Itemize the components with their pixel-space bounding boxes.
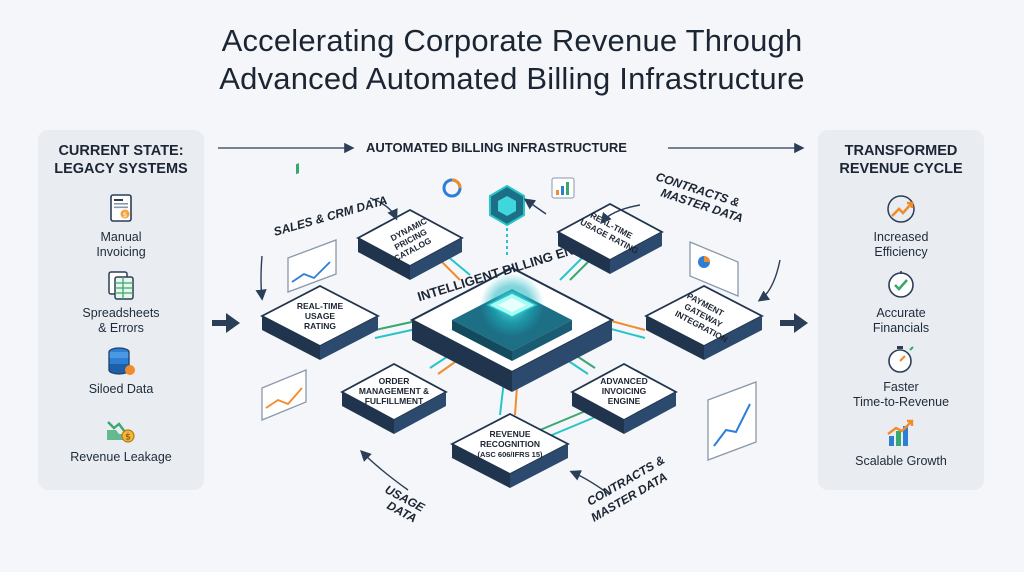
outcome-item-label: Accurate	[876, 306, 926, 320]
dashboard-screen-left-bottom	[261, 369, 307, 421]
dashboard-screen-right-top	[689, 241, 739, 297]
outcome-item-label: Increased	[873, 230, 929, 244]
transformed-revenue-panel: TRANSFORMED REVENUE CYCLE Increased Effi…	[818, 130, 984, 490]
legacy-item-siloed-data: Siloed Data	[38, 344, 204, 397]
node-label-order-1: ORDER	[379, 376, 410, 386]
legacy-item-label: Revenue Leakage	[70, 450, 172, 464]
node-label-usage-left-1: REAL-TIME	[297, 301, 344, 311]
node-payment-gateway	[644, 284, 764, 360]
legacy-item-spreadsheets: Spreadsheets & Errors	[38, 268, 204, 336]
node-label-invoicing-2: INVOICING	[602, 386, 647, 396]
outcome-item-label: Faster	[883, 380, 919, 394]
connection-lines	[374, 249, 646, 441]
page-title: Accelerating Corporate Revenue Through A…	[0, 22, 1024, 98]
node-label-revenue-2: RECOGNITION	[480, 439, 540, 449]
node-label-order-2: MANAGEMENT &	[359, 386, 429, 396]
engine-label: INTELLIGENT BILLING ENGINE	[416, 233, 606, 304]
node-label-usage-left-2: USAGE	[305, 311, 336, 321]
annotation-contracts-bottom-2: MASTER DATA	[589, 470, 670, 525]
outcome-item-label: Scalable Growth	[855, 454, 947, 468]
leakage-icon: $	[107, 421, 135, 443]
node-label-pricing-2: PRICING	[393, 226, 429, 252]
bar-growth-icon	[887, 419, 914, 446]
node-revenue-recognition	[450, 412, 570, 488]
spreadsheet-icon	[108, 271, 134, 300]
legacy-item-manual-invoicing: $ Manual Invoicing	[38, 192, 204, 260]
node-dynamic-pricing-catalog	[356, 208, 464, 280]
annotation-arrows	[255, 197, 781, 496]
growth-arrow-icon	[887, 195, 915, 223]
outcome-item-label-2: Efficiency	[874, 245, 928, 259]
node-label-usage-left-3: RATING	[304, 321, 336, 331]
node-real-time-usage-left	[260, 284, 380, 360]
annotation-contracts-top-2: MASTER DATA	[659, 186, 745, 226]
transformed-panel-title: TRANSFORMED REVENUE CYCLE	[818, 142, 984, 178]
node-label-payment-3: INTEGRATION	[673, 308, 729, 344]
annotation-usage-2: DATA	[385, 498, 419, 525]
node-real-time-usage-top	[556, 202, 664, 274]
annotation-contracts-bottom-1: CONTRACTS &	[585, 453, 668, 509]
legacy-item-revenue-leakage: $ Revenue Leakage	[38, 412, 204, 465]
outcome-item-efficiency: Increased Efficiency	[818, 192, 984, 260]
legacy-item-label: Spreadsheets	[82, 306, 160, 320]
page-title-line-1: Accelerating Corporate Revenue Through	[221, 23, 803, 58]
annotation-contracts-top-1: CONTRACTS &	[654, 170, 741, 210]
node-label-order-3: FULFILLMENT	[365, 396, 424, 406]
automated-billing-header: AUTOMATED BILLING INFRASTRUCTURE	[366, 140, 627, 155]
node-advanced-invoicing	[570, 362, 678, 434]
outcome-item-label-2: Financials	[872, 321, 930, 335]
node-label-payment-2: GATEWAY	[683, 301, 725, 329]
annotation-usage-1: USAGE	[383, 482, 428, 515]
dashboard-screen-left-top	[287, 163, 337, 293]
legacy-item-label-2: & Errors	[98, 321, 144, 335]
node-label-pricing-1: DYNAMIC	[389, 216, 429, 243]
left-to-center-arrow	[212, 313, 240, 333]
node-label-usage-tr-1: REAL-TIME	[589, 210, 635, 241]
annotation-sales-crm: SALES & CRM DATA	[272, 193, 389, 239]
small-chart-icon	[551, 177, 575, 199]
svg-text:$: $	[123, 211, 127, 219]
legacy-item-label: Siloed Data	[88, 382, 154, 396]
intelligent-billing-engine	[409, 266, 615, 392]
checkmark-clock-icon	[888, 271, 914, 298]
transformed-panel-title-line-1: TRANSFORMED	[844, 143, 958, 159]
legacy-panel-title-line-1: CURRENT STATE:	[58, 143, 184, 159]
node-label-revenue-1: REVENUE	[489, 429, 530, 439]
center-to-right-arrow	[780, 313, 808, 333]
page-title-line-2: Advanced Automated Billing Infrastructur…	[219, 61, 805, 96]
outcome-item-label-2: Time-to-Revenue	[852, 395, 950, 409]
svg-text:$: $	[125, 433, 131, 443]
legacy-panel-title: CURRENT STATE: LEGACY SYSTEMS	[38, 142, 204, 178]
dashboard-screen-right-bottom	[707, 381, 757, 461]
outcome-item-scalable-growth: Scalable Growth	[818, 416, 984, 469]
node-label-invoicing-1: ADVANCED	[600, 376, 648, 386]
invoice-icon: $	[110, 194, 132, 222]
legacy-item-label-2: Invoicing	[96, 245, 146, 259]
transformed-panel-title-line-2: REVENUE CYCLE	[839, 161, 963, 177]
legacy-panel-title-line-2: LEGACY SYSTEMS	[54, 161, 188, 177]
node-label-revenue-3: (ASC 606/IFRS 15)	[477, 450, 543, 459]
node-label-payment-1: PAYMENT	[685, 291, 726, 319]
node-order-management	[340, 362, 448, 434]
core-hexagon-icon	[489, 184, 525, 258]
node-label-invoicing-3: ENGINE	[608, 396, 641, 406]
node-label-usage-tr-2: USAGE RATING	[579, 217, 641, 256]
gauge-icon	[442, 178, 462, 198]
legacy-item-label: Manual	[100, 230, 142, 244]
stopwatch-icon	[888, 346, 914, 373]
outcome-item-faster-revenue: Faster Time-to-Revenue	[818, 342, 984, 410]
database-icon	[108, 347, 135, 375]
outcome-item-accurate-financials: Accurate Financials	[818, 268, 984, 336]
node-label-pricing-3: CATALOG	[392, 235, 433, 263]
legacy-systems-panel: CURRENT STATE: LEGACY SYSTEMS $ Manual I…	[38, 130, 204, 490]
